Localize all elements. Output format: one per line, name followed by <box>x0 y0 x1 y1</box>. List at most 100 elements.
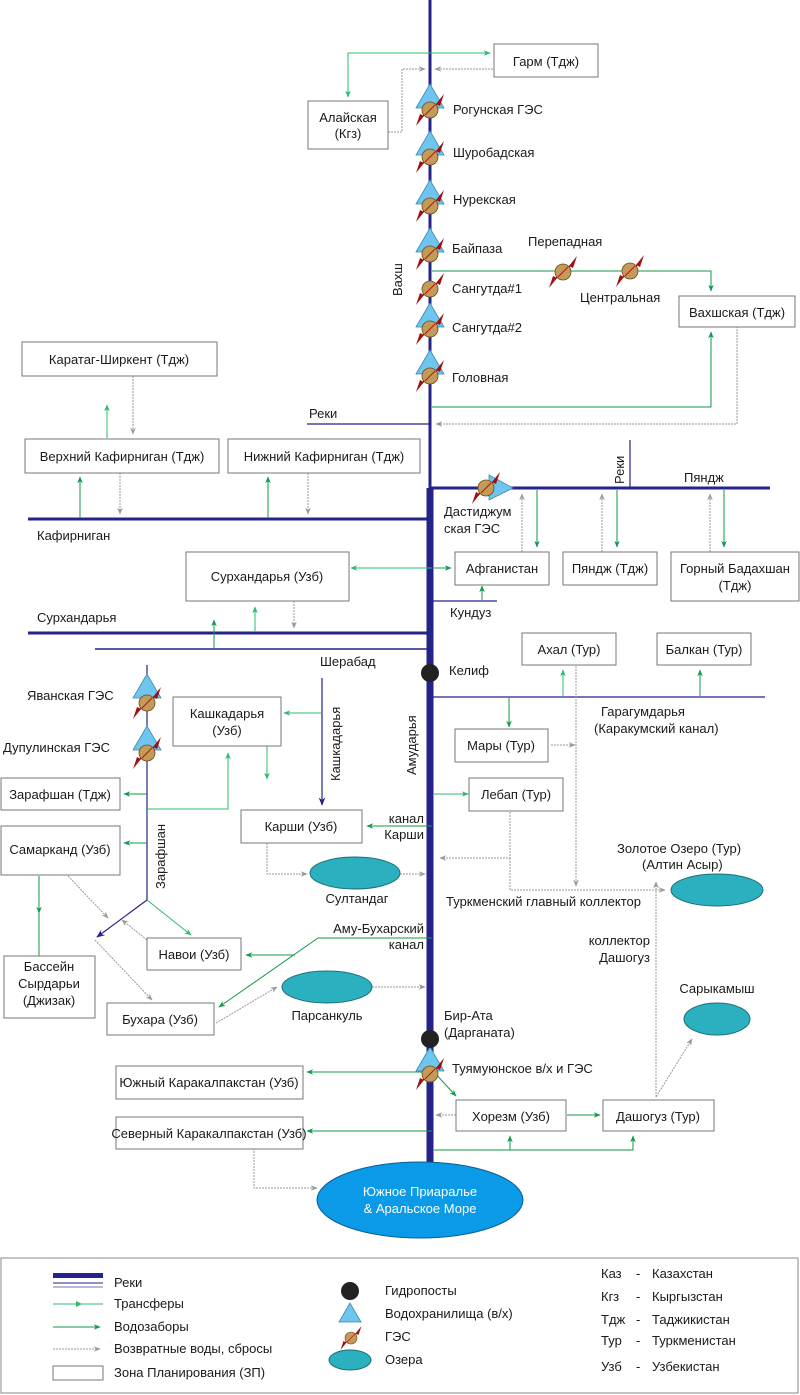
zone-garm[interactable]: Гарм (Тдж) <box>493 43 599 78</box>
aral-label-1: Южное Приаралье <box>363 1184 477 1199</box>
lake-label-sarykamysh: Сарыкамыш <box>679 981 754 996</box>
intake-vakhsh-1 <box>432 270 714 292</box>
svg-text:Пяндж (Тдж): Пяндж (Тдж) <box>572 561 648 576</box>
legend-gauge: Гидропосты <box>341 1282 457 1300</box>
svg-text:(Узб): (Узб) <box>212 723 241 738</box>
zone-zarafshan[interactable]: Зарафшан (Тдж) <box>0 777 121 811</box>
return-lebap <box>439 812 511 861</box>
svg-text:Ахал (Тур): Ахал (Тур) <box>538 642 601 657</box>
river-label-kafirnigan: Кафирниган <box>37 528 110 543</box>
svg-text:Навои (Узб): Навои (Узб) <box>159 947 230 962</box>
svg-text:Туркменистан: Туркменистан <box>652 1333 736 1348</box>
zone-lower-kafirnigan[interactable]: Нижний Кафирниган (Тдж) <box>227 438 421 474</box>
svg-text:Алайская: Алайская <box>319 110 377 125</box>
svg-text:Узб: Узб <box>601 1359 622 1374</box>
legend-abbreviations: Каз - Казахстан Кгз - Кыргызстан Тдж - Т… <box>601 1266 736 1374</box>
zone-afghanistan[interactable]: Афганистан <box>454 551 550 586</box>
lake-label-sultandag: Султандаг <box>326 891 389 906</box>
svg-text:Дашогуз (Тур): Дашогуз (Тур) <box>616 1109 700 1124</box>
intake-lower-amu <box>434 1135 636 1151</box>
zone-lebap[interactable]: Лебап (Тур) <box>468 777 564 812</box>
svg-text:-: - <box>636 1359 640 1374</box>
hpp-label-baipaza: Байпаза <box>452 241 503 256</box>
flows <box>36 50 738 1191</box>
lake-label-parsankul: Парсанкуль <box>291 1008 362 1023</box>
svg-text:Балкан (Тур): Балкан (Тур) <box>666 642 743 657</box>
gauge-label-bir-ata-1: Бир-Ата <box>444 1008 494 1023</box>
gauge-label-bir-ata-2: (Дарганата) <box>444 1025 515 1040</box>
zone-navoi[interactable]: Навои (Узб) <box>146 937 242 971</box>
svg-text:-: - <box>636 1289 640 1304</box>
collector-label-dashoguz-2: Дашогуз <box>599 950 650 965</box>
hpp-label-dastidzhum-2: ская ГЭС <box>444 521 500 536</box>
river-label-surkhandarya: Сурхандарья <box>37 610 116 625</box>
river-label-pyandzh: Пяндж <box>684 470 724 485</box>
hpp-label-yavan: Яванская ГЭС <box>27 688 114 703</box>
canal-label-amu-bukhara-1: Аму-Бухарский <box>333 921 424 936</box>
collector-label-turkmen: Туркменский главный коллектор <box>446 894 641 909</box>
hpp-label-nurek: Нурекская <box>453 192 516 207</box>
aral-sea <box>316 1161 524 1239</box>
svg-text:Самарканд (Узб): Самарканд (Узб) <box>9 842 110 857</box>
canal-label-amu-bukhara-2: канал <box>389 937 424 952</box>
zone-upper-kafirnigan[interactable]: Верхний Кафирниган (Тдж) <box>24 438 220 474</box>
zone-south-karakalpak[interactable]: Южный Каракалпакстан (Узб) <box>115 1065 304 1100</box>
zone-kashkadarya[interactable]: Кашкадарья (Узб) <box>172 696 282 747</box>
zone-khorezm[interactable]: Хорезм (Узб) <box>455 1099 567 1132</box>
intake-vakhsh-2 <box>432 331 714 408</box>
zone-pyandzh[interactable]: Пяндж (Тдж) <box>562 551 658 586</box>
return-navoi <box>121 919 148 941</box>
return-turkmen-collector <box>509 858 666 893</box>
river-label-kunduz: Кундуз <box>450 605 491 620</box>
legend-river: Реки <box>53 1273 142 1290</box>
svg-text:Сырдарьи: Сырдарьи <box>18 976 80 991</box>
zone-surkhandarya[interactable]: Сурхандарья (Узб) <box>185 551 350 602</box>
hpp-icon <box>548 255 578 289</box>
zone-badakhshan[interactable]: Горный Бадахшан(Тдж) <box>670 551 800 602</box>
return-dashoguz-sarykamysh <box>655 1038 693 1098</box>
zone-balkan[interactable]: Балкан (Тур) <box>656 632 752 666</box>
gauge-bir-ata <box>421 1030 439 1048</box>
zone-bukhara[interactable]: Бухара (Узб) <box>106 1002 215 1036</box>
svg-text:Тдж: Тдж <box>601 1312 626 1327</box>
svg-text:(Кгз): (Кгз) <box>335 126 362 141</box>
hpp-label-dupuli: Дупулинская ГЭС <box>3 740 110 755</box>
hpp-label-dastidzhum-1: Дастиджум <box>444 504 512 519</box>
zone-dashoguz[interactable]: Дашогуз (Тур) <box>602 1099 715 1132</box>
return-alai <box>388 66 426 133</box>
svg-text:Северный Каракалпакстан (Узб): Северный Каракалпакстан (Узб) <box>111 1126 306 1141</box>
river-label-karakum-2: (Каракумский канал) <box>594 721 719 736</box>
zone-mary[interactable]: Мары (Тур) <box>454 728 549 763</box>
legend-intake: Водозаборы <box>53 1319 189 1334</box>
transfer-garm-alai <box>347 50 491 95</box>
zone-karshi[interactable]: Карши (Узб) <box>240 809 363 844</box>
canal-label-karshi-1: канал <box>389 811 424 826</box>
zone-vakhsh[interactable]: Вахшская (Тдж) <box>678 295 796 328</box>
svg-text:(Тдж): (Тдж) <box>719 578 752 593</box>
zone-alai[interactable]: Алайская(Кгз) <box>307 100 389 150</box>
svg-text:Кыргызстан: Кыргызстан <box>652 1289 723 1304</box>
hpp-label-tuyamuyun: Туямуюнское в/х и ГЭС <box>452 1061 593 1076</box>
svg-text:Казахстан: Казахстан <box>652 1266 713 1281</box>
hpp-label-golovnaya: Головная <box>452 370 508 385</box>
svg-text:Трансферы: Трансферы <box>114 1296 184 1311</box>
svg-text:Каратаг-Ширкент (Тдж): Каратаг-Ширкент (Тдж) <box>49 352 189 367</box>
zone-karatag[interactable]: Каратаг-Ширкент (Тдж) <box>21 341 218 377</box>
return-vakhsh <box>435 326 738 427</box>
river-label-amudarya: Амударья <box>404 715 419 775</box>
legend-hpp: ГЭС <box>340 1325 411 1351</box>
river-label-sherabad: Шерабад <box>320 654 376 669</box>
svg-text:Реки: Реки <box>114 1275 142 1290</box>
svg-text:Кашкадарья: Кашкадарья <box>190 706 264 721</box>
lake-sultandag <box>309 856 401 890</box>
planning-zones: Гарм (Тдж) Алайская(Кгз) Вахшская (Тдж) … <box>0 43 800 1150</box>
lake-label-golden-1: Золотое Озеро (Тур) <box>617 841 741 856</box>
svg-text:Озера: Озера <box>385 1352 423 1367</box>
zone-akhal[interactable]: Ахал (Тур) <box>521 632 617 666</box>
lake-parsankul <box>281 970 373 1004</box>
svg-text:Водохранилища (в/х): Водохранилища (в/х) <box>385 1306 513 1321</box>
zone-samarkand[interactable]: Самарканд (Узб) <box>0 825 121 876</box>
zone-north-karakalpak[interactable]: Северный Каракалпакстан (Узб) <box>111 1116 307 1150</box>
